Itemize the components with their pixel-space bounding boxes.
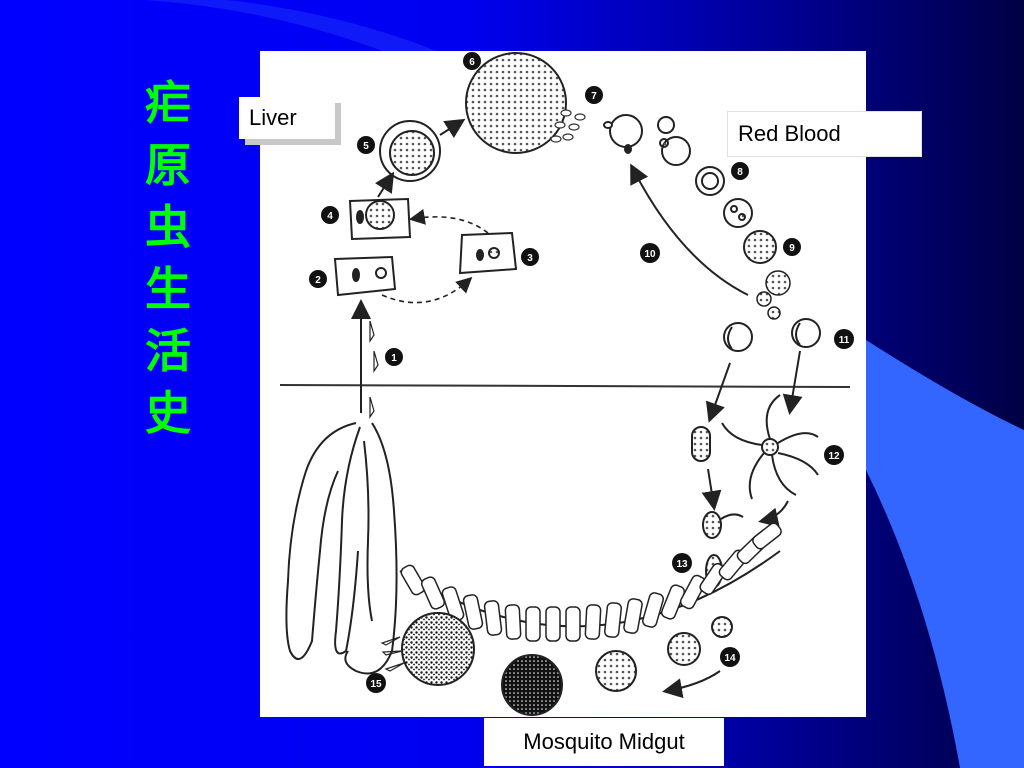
liver-stage-5 bbox=[379, 120, 441, 182]
badge-6-text: 6 bbox=[469, 57, 475, 68]
title-char: 疟 bbox=[145, 76, 191, 130]
badge-5-text: 5 bbox=[363, 141, 369, 152]
badge-13: 13 bbox=[672, 553, 692, 573]
badge-2-text: 2 bbox=[315, 275, 321, 286]
sporozoites bbox=[369, 320, 379, 419]
rbc-ring bbox=[657, 116, 691, 166]
badge-7-text: 7 bbox=[591, 91, 597, 102]
arrow-14-maturation bbox=[662, 670, 721, 699]
badge-4: 4 bbox=[321, 206, 339, 224]
badge-1: 1 bbox=[385, 348, 403, 366]
liver-stage-2 bbox=[333, 255, 397, 297]
dashed-arrow-2-3 bbox=[381, 276, 473, 304]
life-cycle-illustration: 1 2 3 4 5 6 7 8 9 10 11 12 13 14 15 bbox=[279, 52, 854, 716]
oocyst-mature bbox=[401, 612, 637, 716]
badge-7: 7 bbox=[585, 86, 603, 104]
badge-3-text: 3 bbox=[527, 253, 533, 264]
badge-10-text: 10 bbox=[644, 249, 656, 260]
badge-9: 9 bbox=[783, 238, 801, 256]
life-cycle-diagram: 1 2 3 4 5 6 7 8 9 10 11 12 13 14 15 bbox=[260, 51, 866, 717]
badge-8-text: 8 bbox=[737, 167, 743, 178]
red-blood-label: Red Blood bbox=[728, 112, 921, 156]
gametocyte-11-b bbox=[791, 318, 821, 348]
title-char: 史 bbox=[145, 386, 191, 440]
badge-1-text: 1 bbox=[391, 353, 397, 364]
badge-14: 14 bbox=[720, 647, 740, 667]
midgut-epithelium bbox=[399, 522, 782, 642]
arrow-5-to-6 bbox=[439, 118, 466, 139]
title-char: 虫 bbox=[145, 200, 191, 254]
badge-4-text: 4 bbox=[327, 211, 333, 222]
gametocyte-11-a bbox=[723, 322, 753, 352]
badge-9-text: 9 bbox=[789, 243, 795, 254]
arrow-11-male bbox=[782, 350, 803, 415]
stage-number-badges: 1 2 3 4 5 6 7 8 9 10 11 12 13 14 15 bbox=[309, 52, 854, 693]
arrow-11-female bbox=[705, 362, 731, 423]
badge-12: 12 bbox=[824, 445, 844, 465]
arrow-fertilization bbox=[701, 468, 722, 511]
macrogamete bbox=[691, 426, 711, 462]
title-char: 原 bbox=[145, 138, 191, 192]
title-char: 生 bbox=[145, 262, 191, 316]
title-char: 活 bbox=[145, 324, 191, 378]
badge-15: 15 bbox=[366, 673, 386, 693]
badge-2: 2 bbox=[309, 270, 327, 288]
rbc-9 bbox=[743, 230, 777, 264]
badge-10: 10 bbox=[640, 243, 660, 263]
badge-5: 5 bbox=[357, 136, 375, 154]
badge-11-text: 11 bbox=[839, 335, 850, 346]
zygote bbox=[702, 511, 744, 539]
salivary-glands bbox=[285, 422, 398, 675]
rbc-schizont-burst bbox=[756, 270, 791, 320]
rbc-trophozoite bbox=[723, 198, 753, 228]
badge-3: 3 bbox=[521, 248, 539, 266]
oocyst-14-small bbox=[667, 616, 733, 666]
mosquito-midgut-label: Mosquito Midgut bbox=[484, 718, 724, 766]
rbc-7 bbox=[603, 114, 643, 154]
dashed-arrow-3-4 bbox=[408, 209, 489, 234]
liver-stage-6 bbox=[465, 52, 567, 154]
badge-8: 8 bbox=[731, 162, 749, 180]
rbc-8 bbox=[695, 166, 725, 196]
host-divider-line bbox=[279, 384, 851, 388]
liver-stage-3 bbox=[458, 231, 518, 275]
liver-stage-4 bbox=[348, 197, 412, 241]
slide-title: 疟 原 虫 生 活 史 bbox=[118, 72, 218, 444]
badge-12-text: 12 bbox=[828, 451, 840, 462]
exflagellation-12 bbox=[721, 394, 819, 500]
arrow-10-reinvasion bbox=[630, 163, 749, 296]
arrow-4-to-5 bbox=[374, 171, 395, 198]
badge-14-text: 14 bbox=[724, 653, 736, 664]
badge-11: 11 bbox=[834, 329, 854, 349]
badge-13-text: 13 bbox=[676, 559, 688, 570]
badge-15-text: 15 bbox=[370, 679, 382, 690]
arrow-microgamete bbox=[758, 500, 789, 528]
liver-label: Liver bbox=[239, 97, 335, 139]
merozoites-release bbox=[550, 109, 586, 143]
badge-6: 6 bbox=[463, 52, 481, 70]
